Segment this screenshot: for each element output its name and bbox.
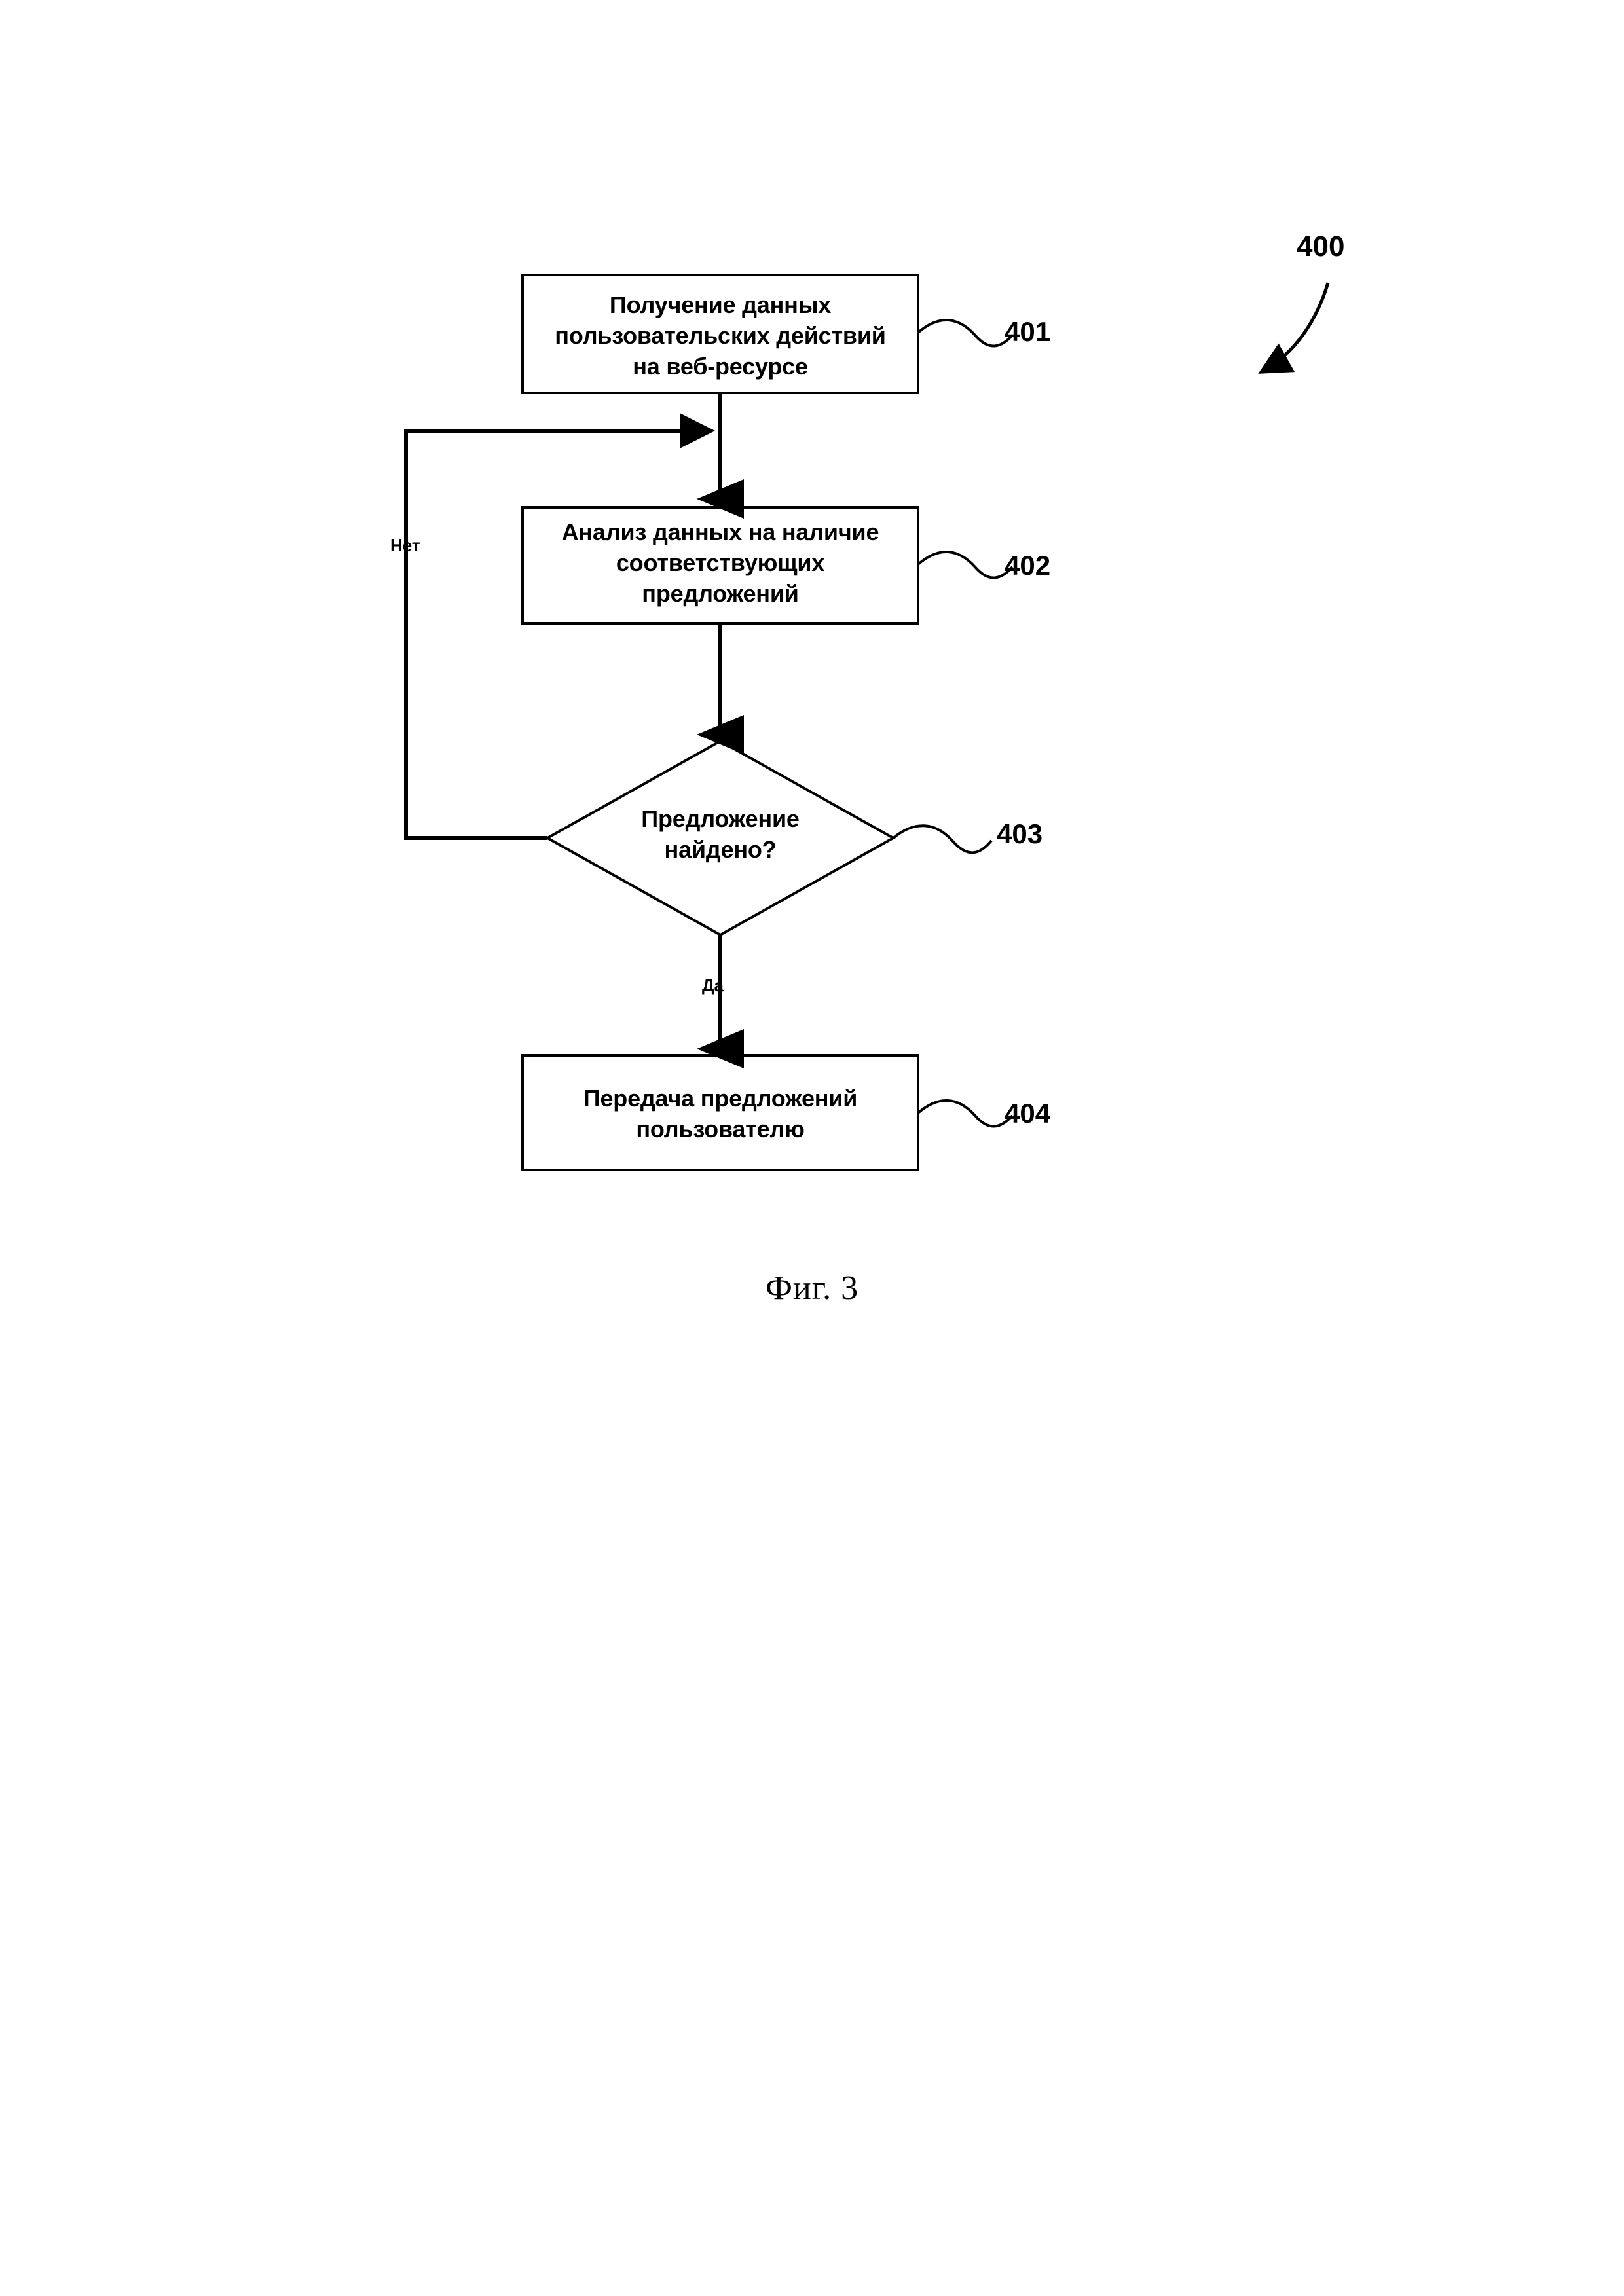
reference-numeral-401: 401 xyxy=(1005,316,1051,347)
process-box-404 xyxy=(521,1054,919,1171)
leader-line-401 xyxy=(917,319,1014,348)
leader-line-404 xyxy=(917,1099,1014,1128)
reference-numeral-400: 400 xyxy=(1297,230,1345,263)
leader-arrow-400 xyxy=(1258,282,1330,374)
reference-numeral-403: 403 xyxy=(997,818,1043,849)
decision-diamond-403 xyxy=(544,739,896,937)
branch-label-yes: Да xyxy=(702,975,724,995)
leader-line-402 xyxy=(917,551,1014,579)
figure-caption: Фиг. 3 xyxy=(765,1269,859,1307)
reference-numeral-404: 404 xyxy=(1005,1098,1051,1129)
leader-line-403 xyxy=(892,824,993,854)
process-box-402 xyxy=(521,506,919,625)
branch-label-no: Нет xyxy=(390,536,420,555)
connector-403-no-feedback xyxy=(404,413,715,840)
reference-numeral-402: 402 xyxy=(1005,550,1051,581)
process-box-401 xyxy=(521,274,919,394)
